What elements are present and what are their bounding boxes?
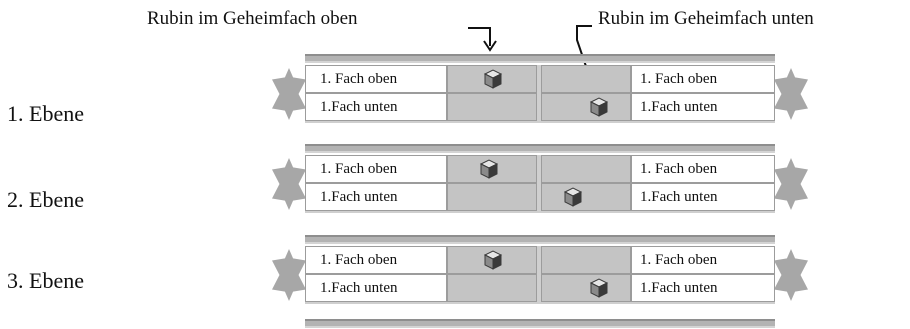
left-lower-compartment: 1.Fach unten <box>305 274 447 302</box>
ruby-icon <box>483 69 503 89</box>
secret-compartment-left-lower <box>447 183 537 211</box>
right-lower-compartment: 1.Fach unten <box>631 93 775 121</box>
ruby-icon <box>479 159 499 179</box>
secret-compartment-right-lower <box>541 183 631 211</box>
secret-compartment-left-lower <box>447 93 537 121</box>
gear-left-icon <box>272 249 306 301</box>
secret-compartment-right-upper <box>541 246 631 274</box>
left-lower-compartment: 1.Fach unten <box>305 93 447 121</box>
arrow-to-top-ruby-head <box>483 40 497 52</box>
right-lower-compartment: 1.Fach unten <box>631 183 775 211</box>
gear-right-icon <box>774 249 808 301</box>
gear-left-icon <box>272 68 306 120</box>
level-label: 2. Ebene <box>7 187 84 212</box>
level-label: 1. Ebene <box>7 101 84 126</box>
shelf-rail <box>305 235 775 244</box>
shelf-rail <box>305 144 775 153</box>
right-upper-compartment: 1. Fach oben <box>631 246 775 274</box>
right-upper-compartment: 1. Fach oben <box>631 65 775 93</box>
left-upper-compartment: 1. Fach oben <box>305 65 447 93</box>
gear-right-icon <box>774 68 808 120</box>
secret-compartment-right-upper <box>541 65 631 93</box>
legend-ruby-bottom: Rubin im Geheimfach unten <box>598 8 814 29</box>
shelf-rail-bottom <box>305 319 775 328</box>
secret-compartment-right-upper <box>541 155 631 183</box>
ruby-icon <box>589 97 609 117</box>
right-lower-compartment: 1.Fach unten <box>631 274 775 302</box>
right-upper-compartment: 1. Fach oben <box>631 155 775 183</box>
left-upper-compartment: 1. Fach oben <box>305 246 447 274</box>
left-lower-compartment: 1.Fach unten <box>305 183 447 211</box>
ruby-icon <box>589 278 609 298</box>
gear-left-icon <box>272 158 306 210</box>
secret-compartment-left-upper <box>447 155 537 183</box>
ruby-icon <box>483 250 503 270</box>
shelf-rail <box>305 54 775 63</box>
level-label: 3. Ebene <box>7 268 84 293</box>
secret-compartment-left-lower <box>447 274 537 302</box>
legend-ruby-top: Rubin im Geheimfach oben <box>147 8 358 29</box>
arrow-to-top-ruby <box>468 27 491 46</box>
secret-compartment-right-lower <box>541 93 631 121</box>
left-upper-compartment: 1. Fach oben <box>305 155 447 183</box>
gear-right-icon <box>774 158 808 210</box>
ruby-icon <box>563 187 583 207</box>
secret-compartment-right-lower <box>541 274 631 302</box>
